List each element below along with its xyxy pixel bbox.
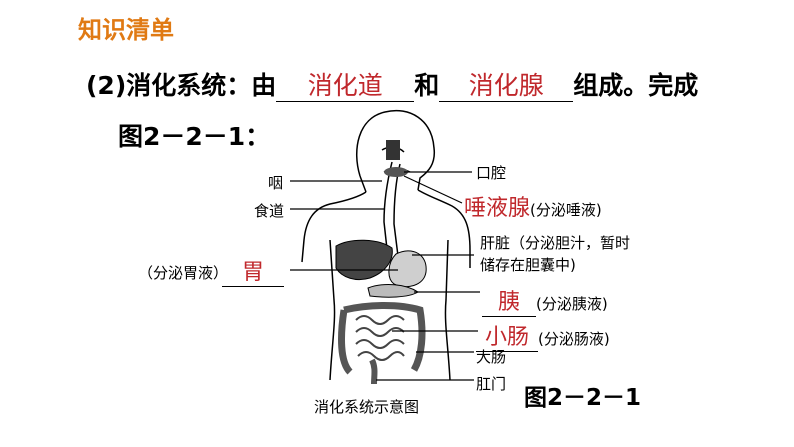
label-esophagus: 食道 [254, 202, 285, 220]
label-anus: 肛门 [476, 375, 507, 393]
answer-small-intestine: 小肠 [476, 319, 538, 352]
salivary-gland-row: 唾液腺(分泌唾液) [464, 190, 602, 222]
question-suffix: 组成。完成 [573, 71, 699, 100]
section-title: 知识清单 [78, 16, 174, 44]
question-prefix: (2)消化系统：由 [86, 71, 277, 100]
question-line: (2)消化系统：由消化道和消化腺组成。完成 [86, 66, 698, 102]
question-line-2: 图2－2－1： [118, 122, 271, 151]
label-saliva-note: (分泌唾液) [530, 201, 602, 219]
question-middle: 和 [414, 71, 440, 100]
label-intestinal-note: (分泌肠液) [538, 330, 610, 348]
answer-blank-2: 消化腺 [439, 71, 574, 102]
label-oral-cavity: 口腔 [476, 164, 507, 182]
pancreas-row: 胰(分泌胰液) [482, 284, 608, 317]
label-gastric-juice: （分泌胃液） [138, 264, 229, 282]
answer-stomach: 胃 [222, 254, 284, 287]
label-liver-line2: 储存在胆囊中) [480, 256, 576, 274]
label-pancreatic-note: (分泌胰液) [536, 295, 608, 313]
label-liver-line1: 肝脏（分泌胆汁，暂时 [480, 234, 631, 252]
small-intestine-row: 小肠(分泌肠液) [476, 319, 610, 352]
answer-blank-1: 消化道 [276, 71, 415, 102]
diagram-caption: 消化系统示意图 [314, 398, 420, 416]
answer-salivary-gland: 唾液腺 [464, 196, 531, 221]
stomach-answer-blank: 胃 [222, 254, 284, 287]
answer-pancreas: 胰 [482, 284, 536, 317]
figure-label: 图2－2－1 [524, 385, 642, 411]
label-pharynx: 咽 [268, 174, 284, 192]
label-large-intestine: 大肠 [476, 348, 507, 366]
